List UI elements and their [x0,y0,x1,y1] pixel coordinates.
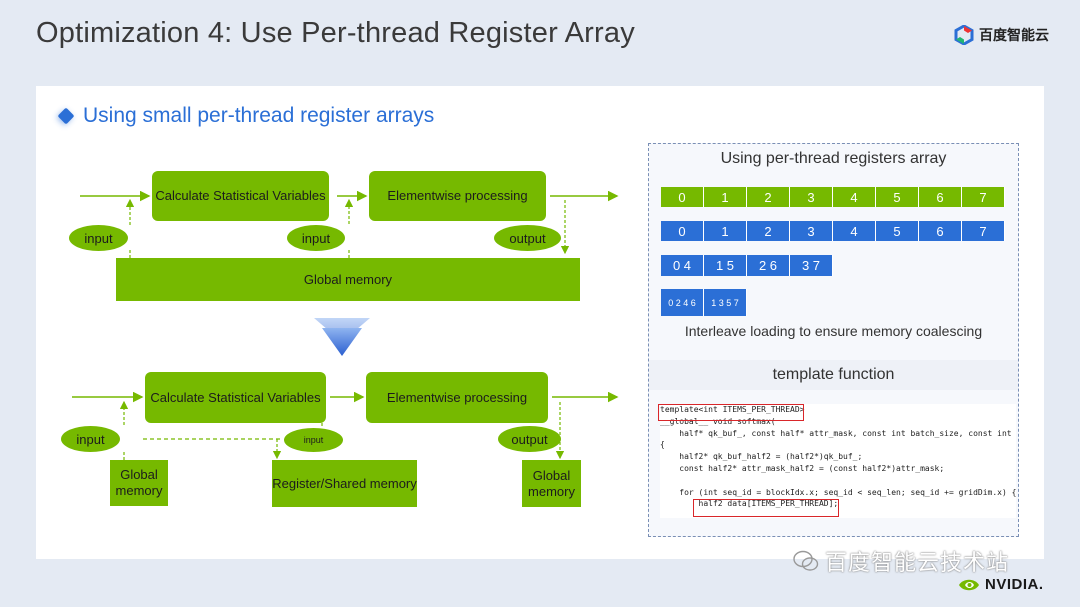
blue-index-cell: 0 [661,221,704,241]
pair-index-cell: 0 4 [661,255,704,276]
input-ellipse-bottom-1: input [61,426,120,452]
coalescing-note: Interleave loading to ensure memory coal… [684,323,983,339]
blue-index-cell: 1 [704,221,747,241]
baidu-cloud-logo: 百度智能云 [954,24,1049,46]
elementwise-box-bottom: Elementwise processing [366,372,548,423]
pair-index-cell: 2 6 [747,255,790,276]
wechat-icon [793,550,819,571]
green-index-cell: 7 [962,187,1005,207]
output-ellipse-bottom: output [498,426,561,452]
brand-label: 百度智能云 [979,27,1049,43]
green-index-cell: 1 [704,187,747,207]
quad-index-cell: 1 3 5 7 [704,289,747,316]
calc-stats-box-bottom: Calculate Statistical Variables [145,372,326,423]
template-highlight-box [658,404,804,421]
pair-index-cell: 1 5 [704,255,747,276]
elementwise-box-top: Elementwise processing [369,171,546,221]
green-index-cell: 6 [919,187,962,207]
section-heading: Using small per-thread register arrays [83,104,435,127]
calc-stats-box-top: Calculate Statistical Variables [152,171,329,221]
green-index-cell: 5 [876,187,919,207]
slide-title: Optimization 4: Use Per-thread Register … [36,17,635,49]
green-index-cell: 0 [661,187,704,207]
global-memory-box-left: Global memory [110,460,168,506]
nvidia-eye-icon [959,579,979,590]
watermark-label: 百度智能云技术站 [825,550,1010,575]
blue-index-cell: 5 [876,221,919,241]
template-function-heading: template function [649,360,1018,390]
global-memory-box-right: Global memory [522,460,581,507]
nvidia-label: NVIDIA. [985,576,1044,593]
blue-index-cell: 3 [790,221,833,241]
blue-index-cell: 4 [833,221,876,241]
green-index-cell: 4 [833,187,876,207]
wechat-watermark: 百度智能云技术站 [793,545,1009,577]
blue-index-cell: 6 [919,221,962,241]
input-ellipse-top-1: input [69,225,128,251]
nvidia-logo: NVIDIA. [957,576,1044,593]
blue-index-cell: 7 [962,221,1005,241]
output-ellipse-top: output [494,225,561,251]
input-ellipse-top-2: input [287,225,345,251]
pair-index-cell: 3 7 [790,255,833,276]
data-array-highlight-box [693,499,839,517]
blue-index-cell: 2 [747,221,790,241]
register-array-title: Using per-thread registers array [720,150,947,167]
register-shared-memory-box: Register/Shared memory [272,460,417,507]
quad-index-cell: 0 2 4 6 [661,289,704,316]
input-ellipse-bottom-2: input [284,428,343,452]
green-index-cell: 3 [790,187,833,207]
baidu-cloud-icon [954,25,974,45]
green-index-cell: 2 [747,187,790,207]
global-memory-bar: Global memory [116,258,580,301]
